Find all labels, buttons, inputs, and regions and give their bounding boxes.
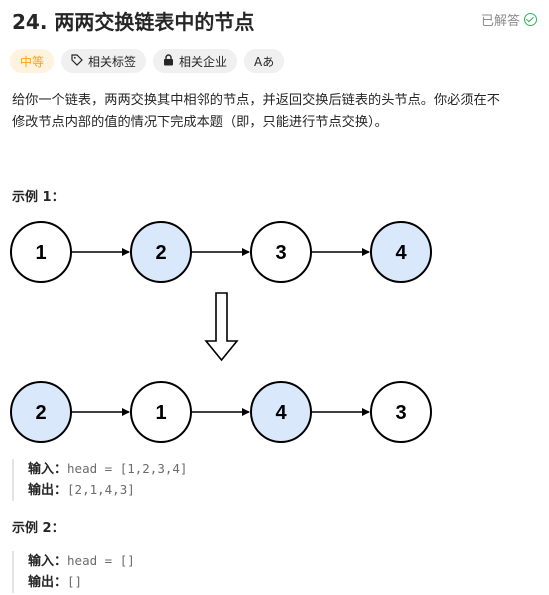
output-label: 输出： bbox=[28, 574, 68, 589]
translate-icon: Aあ bbox=[254, 54, 275, 69]
page-title: 24. 两两交换链表中的节点 bbox=[12, 10, 255, 34]
example-2-label: 示例 2： bbox=[12, 521, 65, 536]
tag-bar: 中等 相关标签 相关企业 Aあ bbox=[10, 49, 285, 73]
list-node: 4 bbox=[250, 381, 312, 443]
list-node: 3 bbox=[250, 221, 312, 283]
example-1-diagram: 1 2 3 4 2 1 4 3 bbox=[10, 221, 432, 443]
example-1-io: 输入：head = [1,2,3,4] 输出：[2,1,4,3] bbox=[12, 459, 187, 501]
node-value: 1 bbox=[35, 242, 46, 264]
tag-icon bbox=[71, 53, 83, 69]
description-line: 修改节点内部的值的情况下完成本题（即，只能进行节点交换）。 bbox=[12, 115, 388, 130]
input-label: 输入： bbox=[28, 461, 68, 476]
description-line: 给你一个链表，两两交换其中相邻的节点，并返回交换后链表的头节点。你必须在不 bbox=[12, 93, 500, 108]
node-value: 2 bbox=[35, 402, 46, 424]
input-value: head = [] bbox=[67, 553, 135, 568]
list-node: 4 bbox=[370, 221, 432, 283]
output-line: 输出：[2,1,4,3] bbox=[28, 480, 187, 501]
related-companies-button[interactable]: 相关企业 bbox=[153, 49, 238, 73]
node-value: 2 bbox=[155, 242, 166, 264]
list-node: 1 bbox=[10, 221, 72, 283]
node-value: 3 bbox=[275, 242, 286, 264]
example-1-label: 示例 1： bbox=[12, 190, 65, 205]
output-label: 输出： bbox=[28, 482, 68, 497]
related-tags-label: 相关标签 bbox=[88, 54, 137, 69]
node-value: 1 bbox=[155, 402, 166, 424]
input-label: 输入： bbox=[28, 553, 68, 568]
input-line: 输入：head = [1,2,3,4] bbox=[28, 459, 187, 480]
check-circle-icon bbox=[524, 13, 537, 26]
related-tags-button[interactable]: 相关标签 bbox=[61, 49, 147, 73]
output-line: 输出：[] bbox=[28, 572, 135, 593]
solved-label: 已解答 bbox=[480, 14, 520, 29]
output-value: [] bbox=[67, 574, 83, 589]
list-node: 1 bbox=[130, 381, 192, 443]
list-node: 3 bbox=[370, 381, 432, 443]
problem-header: 24. 两两交换链表中的节点 已解答 bbox=[12, 4, 541, 34]
lock-icon bbox=[163, 53, 174, 69]
node-value: 4 bbox=[395, 242, 407, 264]
node-value: 4 bbox=[275, 402, 287, 424]
example-2-io: 输入：head = [] 输出：[] bbox=[12, 551, 135, 593]
down-arrow-icon bbox=[204, 292, 239, 362]
output-value: [2,1,4,3] bbox=[67, 482, 135, 497]
related-companies-label: 相关企业 bbox=[179, 54, 228, 69]
difficulty-badge: 中等 bbox=[10, 49, 55, 73]
difficulty-label: 中等 bbox=[20, 54, 45, 69]
node-value: 3 bbox=[395, 402, 406, 424]
translate-button[interactable]: Aあ bbox=[244, 49, 285, 73]
problem-description: 给你一个链表，两两交换其中相邻的节点，并返回交换后链表的头节点。你必须在不 修改… bbox=[12, 90, 542, 134]
input-line: 输入：head = [] bbox=[28, 551, 135, 572]
list-node: 2 bbox=[130, 221, 192, 283]
input-value: head = [1,2,3,4] bbox=[67, 461, 188, 476]
list-node: 2 bbox=[10, 381, 72, 443]
solved-status: 已解答 bbox=[481, 10, 537, 29]
